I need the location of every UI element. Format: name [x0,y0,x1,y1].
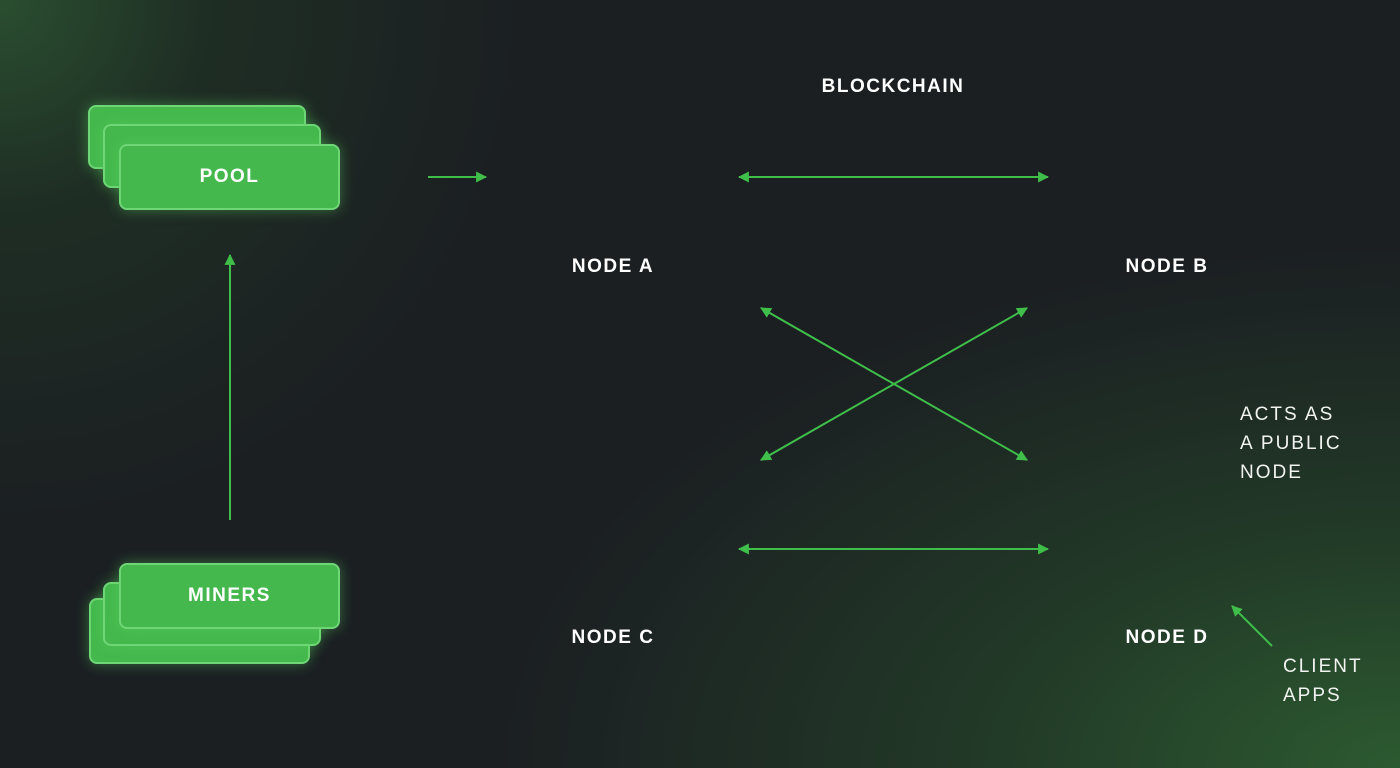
public-node-note-line3: NODE [1240,462,1303,483]
pool-label: POOL [199,166,260,187]
miners-card: MINERS [119,563,340,629]
client-apps-arrow [1231,605,1273,647]
node-c-label: NODE C [571,627,655,648]
client-apps-note: CLIENT APPS [1283,652,1363,710]
public-node-note: ACTS AS A PUBLIC NODE [1240,400,1342,487]
node-b-node-c-link [760,307,1028,461]
miners-label: MINERS [188,585,271,606]
public-node-note-line1: ACTS AS [1240,404,1335,425]
client-apps-note-line2: APPS [1283,685,1342,706]
public-node-note-line2: A PUBLIC [1240,433,1342,454]
client-apps-note-line1: CLIENT [1283,656,1363,677]
blockchain-title: BLOCKCHAIN [821,76,965,97]
pool-card: POOL [119,144,340,210]
node-a-label: NODE A [571,256,655,277]
node-d-label: NODE D [1125,627,1209,648]
node-b-label: NODE B [1125,256,1209,277]
